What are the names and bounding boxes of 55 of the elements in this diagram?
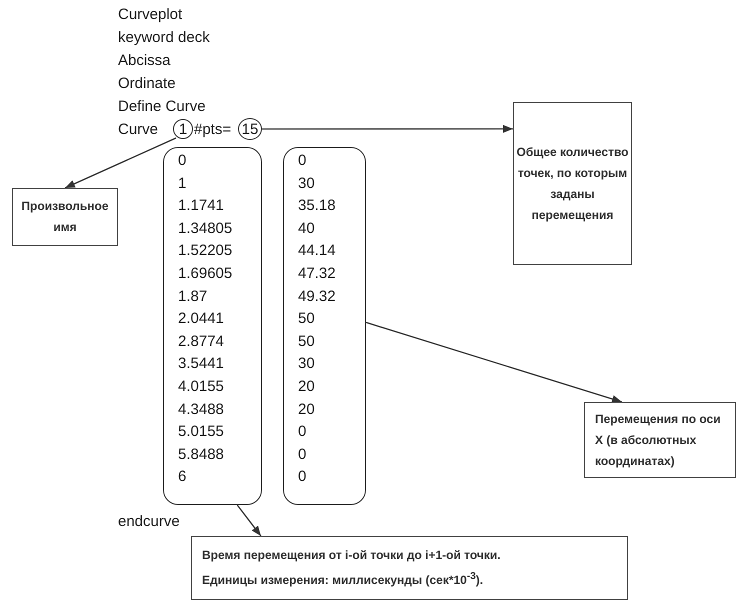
value-text: 1.34805 xyxy=(178,218,234,239)
value-text: 20 xyxy=(298,400,316,420)
value-text: 2.8774 xyxy=(178,332,225,352)
ordinate-column xyxy=(283,147,366,505)
arrow xyxy=(366,322,622,403)
note-text: Единицы измерения: миллисекунды (сек*10$^{-3}$). xyxy=(202,570,484,589)
end-keyword: endcurve xyxy=(118,513,180,531)
value-text: 0 xyxy=(298,422,308,442)
abscissa-column xyxy=(163,147,262,505)
callout-box xyxy=(191,536,628,600)
value-text: 1.69605 xyxy=(178,264,234,284)
value-text: 4.3488 xyxy=(178,400,225,420)
callout-box xyxy=(513,102,632,265)
value-text: 47.32 xyxy=(298,264,337,284)
value-text: 50 xyxy=(298,332,316,352)
callout-box xyxy=(584,402,736,478)
value-text: 50 xyxy=(298,309,316,330)
heading-text: keyword deck xyxy=(118,29,210,47)
value-text: 3.5441 xyxy=(178,354,225,374)
count-circle: 15 xyxy=(238,118,262,140)
field-name: Ordinate xyxy=(118,75,176,93)
value-text: 0 xyxy=(298,467,308,488)
heading-text: Curveplot xyxy=(118,6,182,24)
value-text: 0 xyxy=(298,444,308,465)
value-text: 4.0155 xyxy=(178,376,225,397)
callout-box xyxy=(12,188,118,246)
value-text: 40 xyxy=(298,218,316,239)
value-text: 1.1741 xyxy=(178,196,225,216)
value-text: 1.87 xyxy=(178,286,208,307)
id-circle: 1 xyxy=(173,119,193,139)
value-text: 1.52205 xyxy=(178,241,234,262)
value-text: 2.0441 xyxy=(178,309,225,330)
arrow xyxy=(64,137,176,189)
value-text: 5.8488 xyxy=(178,444,225,465)
value-text: 30 xyxy=(298,354,316,374)
note-text: Произвольное имя xyxy=(20,198,110,236)
value-text: 44.14 xyxy=(298,241,337,262)
value-text: 49.32 xyxy=(298,286,337,307)
note-text: Время перемещения от i-ой точки до i+1-ой точки. xyxy=(202,547,502,564)
value-text: 30 xyxy=(298,174,316,194)
value-text: 0 xyxy=(178,151,188,171)
note-text: Общее количество точек, по которым заданы перемещения xyxy=(516,144,629,224)
field-name: Curve xyxy=(118,121,158,139)
value-text: 0 xyxy=(298,151,308,171)
value-text: 20 xyxy=(298,376,316,397)
value-text: 1 xyxy=(178,174,188,194)
value-text: 5.0155 xyxy=(178,422,225,442)
field-name: Define Curve xyxy=(118,98,206,116)
value-text: 35.18 xyxy=(298,196,337,216)
note-text: Перемещения по оси X (в абсолютных координатах) xyxy=(595,410,722,470)
arrow xyxy=(262,124,513,133)
value-text: 6 xyxy=(178,467,188,488)
field-name: Abcissa xyxy=(118,52,171,70)
arrow xyxy=(236,504,262,536)
field-name: #pts= xyxy=(194,121,232,139)
